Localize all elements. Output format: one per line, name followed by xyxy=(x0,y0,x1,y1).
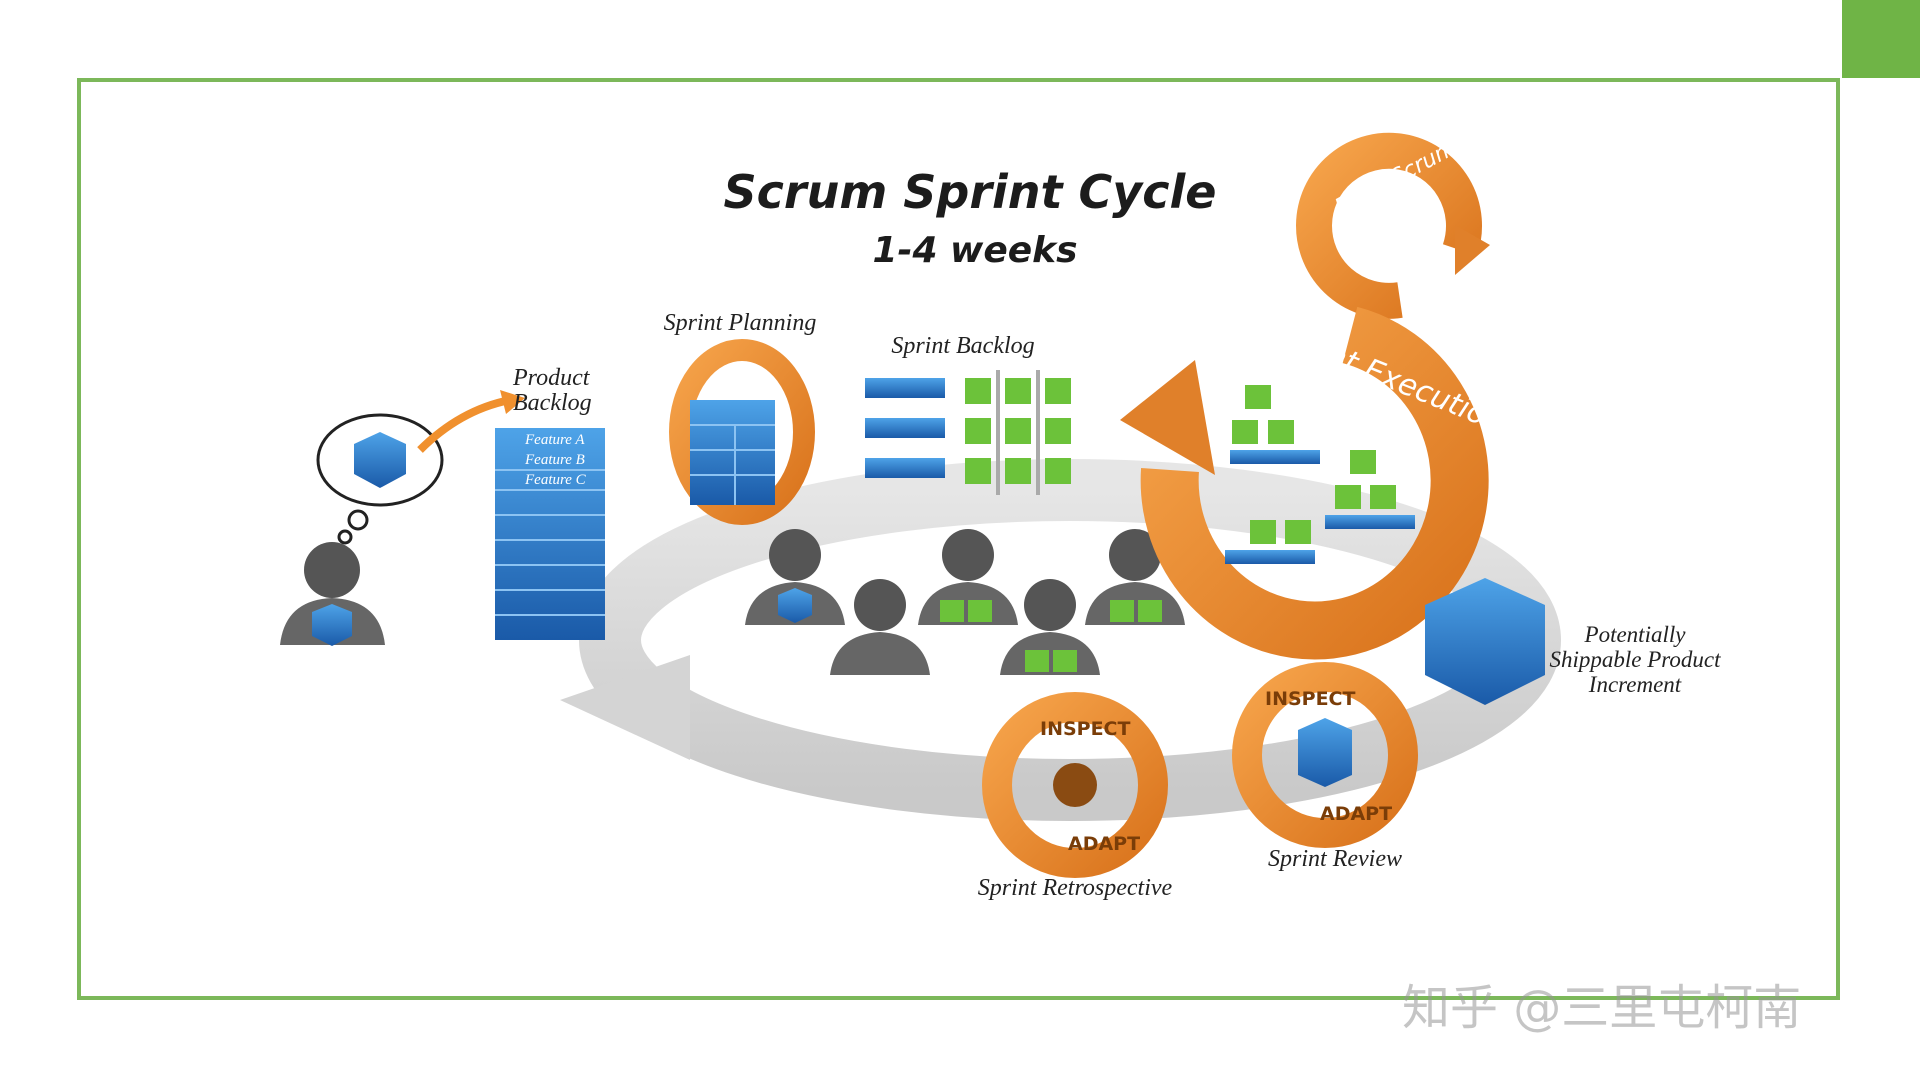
sprint-retrospective-label: Sprint Retrospective xyxy=(978,875,1173,901)
feature-b-label: Feature B xyxy=(524,452,585,468)
increment-label-2: Shippable Product xyxy=(1550,647,1722,672)
review-cube-icon xyxy=(1298,718,1352,787)
idea-cube-icon xyxy=(354,432,406,488)
execution-cubes xyxy=(1225,385,1415,564)
increment-cube-icon xyxy=(1425,578,1545,705)
sprint-review: INSPECT ADAPT Sprint Review xyxy=(1232,662,1418,872)
retro-adapt-label: ADAPT xyxy=(1068,833,1140,855)
diagram-title: Scrum Sprint Cycle xyxy=(723,165,1216,219)
watermark: 知乎 @三里屯柯南 xyxy=(1402,980,1802,1036)
sprint-review-label: Sprint Review xyxy=(1268,846,1402,872)
feature-a-label: Feature A xyxy=(524,432,585,448)
slide-frame xyxy=(77,78,1840,1000)
increment-label-3: Increment xyxy=(1588,672,1682,697)
backlog-column xyxy=(495,428,605,640)
corner-accent xyxy=(1842,0,1920,78)
gear-icon xyxy=(1053,763,1097,807)
product-backlog-label-1: Product xyxy=(512,365,591,391)
sprint-planning-label: Sprint Planning xyxy=(664,310,817,336)
product-backlog-stack: Product Backlog Feature A Feature B Feat… xyxy=(495,365,605,640)
retro-inspect-label: INSPECT xyxy=(1040,718,1131,740)
product-increment: Potentially Shippable Product Increment xyxy=(1425,578,1721,705)
scrum-team xyxy=(745,529,1185,675)
sprint-planning: Sprint Planning xyxy=(664,310,817,525)
increment-label-1: Potentially xyxy=(1584,622,1687,647)
feature-c-label: Feature C xyxy=(524,472,587,488)
sprint-backlog-grid: Sprint Backlog xyxy=(865,333,1071,495)
review-inspect-label: INSPECT xyxy=(1265,688,1356,710)
review-adapt-label: ADAPT xyxy=(1320,803,1392,825)
person-head-icon xyxy=(304,542,360,598)
sprint-retrospective: INSPECT ADAPT Sprint Retrospective xyxy=(978,692,1173,901)
product-owner-person xyxy=(280,390,525,646)
sprint-execution-loop: Sprint Execution xyxy=(1120,306,1509,660)
planning-loop-icon xyxy=(669,339,815,525)
product-backlog-label-2: Backlog xyxy=(513,390,592,416)
diagram-subtitle: 1-4 weeks xyxy=(872,230,1077,271)
daily-scrum-loop: Daily Scrum xyxy=(1296,132,1490,319)
orange-arrow-icon xyxy=(417,396,511,453)
sprint-backlog-label: Sprint Backlog xyxy=(891,333,1034,359)
